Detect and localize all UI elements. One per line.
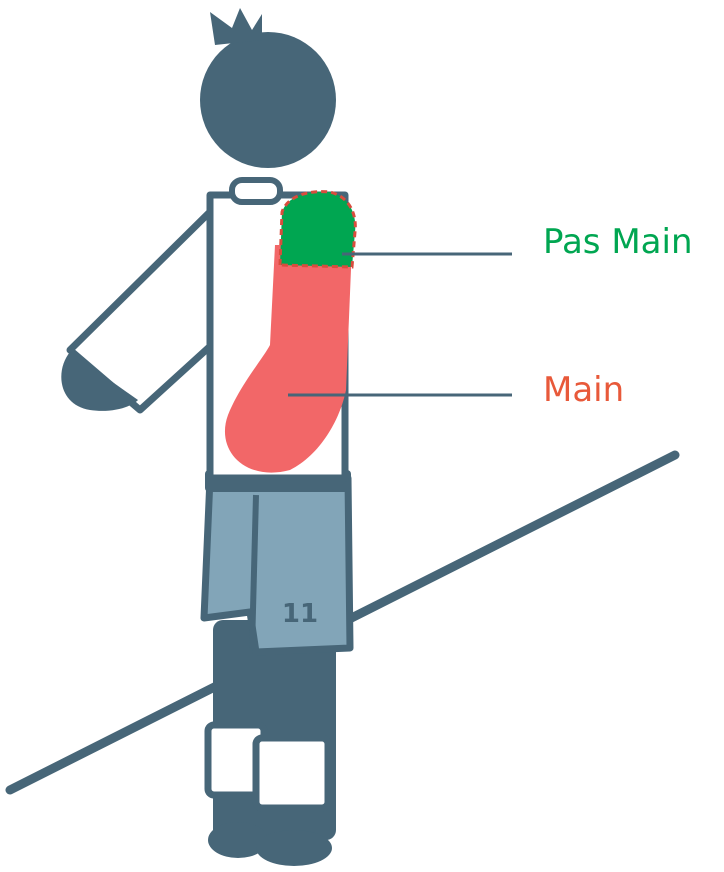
legs bbox=[204, 620, 336, 866]
left-arm bbox=[61, 196, 232, 414]
jersey-number: 11 bbox=[282, 599, 318, 629]
arm-main-zone bbox=[224, 245, 352, 473]
label-main: Main bbox=[543, 370, 625, 410]
head bbox=[200, 8, 336, 168]
label-pas-main: Pas Main bbox=[543, 222, 693, 262]
shoulder-pas-main-zone bbox=[278, 190, 357, 269]
collar bbox=[229, 177, 283, 205]
